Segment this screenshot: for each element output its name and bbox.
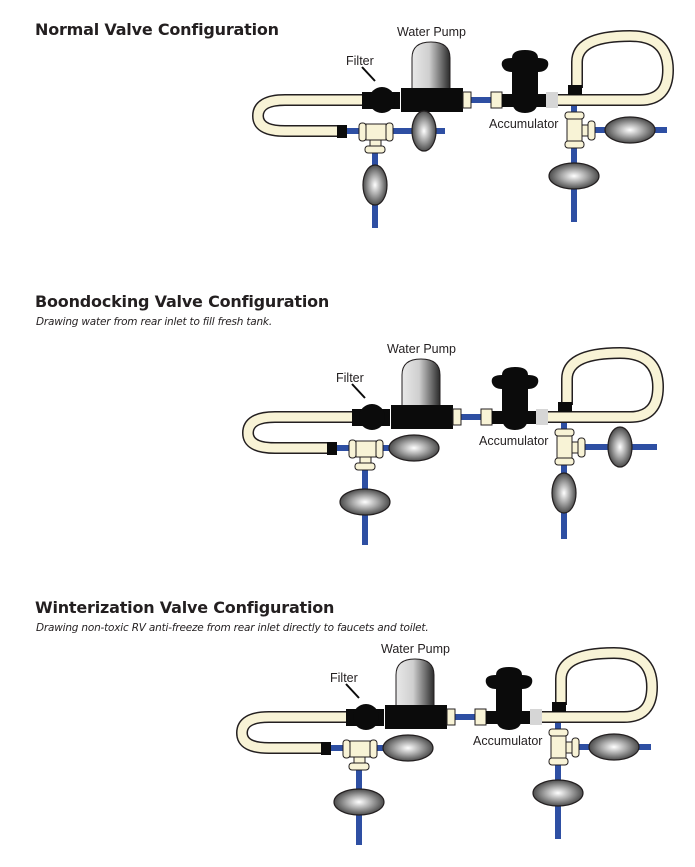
hose-left-end-cap: [321, 742, 331, 755]
tee-left-body: [349, 740, 371, 758]
hose-right: [555, 31, 673, 105]
water-pump-body: [385, 705, 447, 729]
tee-left-stem: [359, 456, 372, 464]
section-boondocking: Boondocking Valve Configuration Drawing …: [0, 280, 695, 580]
valve-left-horizontal-icon: [411, 110, 437, 152]
hose-left-end-cap: [337, 125, 347, 138]
water-pump-motor-icon: [401, 358, 441, 408]
tee-left-end: [348, 439, 357, 459]
accumulator-inlet-fitting: [490, 91, 503, 109]
tee-left-end: [348, 762, 370, 771]
accumulator-outlet-fitting: [530, 709, 542, 725]
tee-left-body: [355, 440, 377, 458]
tee-left-stem: [369, 139, 382, 147]
filter-icon: [369, 87, 395, 113]
section-title: Winterization Valve Configuration: [35, 598, 335, 617]
hose-left: [237, 712, 349, 753]
accumulator-outlet-fitting: [536, 409, 548, 425]
section-title: Boondocking Valve Configuration: [35, 292, 330, 311]
valve-left-vertical-icon: [333, 788, 385, 816]
tee-right-end: [587, 120, 596, 141]
filter-pointer: [361, 66, 376, 82]
valve-left-horizontal-icon: [388, 434, 440, 462]
tee-right-end: [577, 437, 586, 458]
valve-left-horizontal-icon: [382, 734, 434, 762]
tee-right-body: [566, 117, 583, 143]
section-subtitle: Drawing non-toxic RV anti-freeze from re…: [36, 622, 429, 634]
water-pump-motor-icon: [395, 658, 435, 708]
valve-left-vertical-icon: [362, 164, 388, 206]
accumulator-body: [492, 411, 536, 424]
filter-label: Filter: [346, 54, 374, 68]
hose-right-end-cap: [558, 402, 572, 412]
filter-pointer: [351, 383, 366, 399]
tee-right-end: [548, 728, 569, 737]
hose-left: [253, 95, 365, 136]
filter-label: Filter: [336, 371, 364, 385]
valve-right-horizontal-icon: [604, 116, 656, 144]
water-pump-label: Water Pump: [381, 642, 450, 656]
hose-right: [545, 348, 663, 422]
water-pump-label: Water Pump: [387, 342, 456, 356]
valve-right-vertical-icon: [548, 162, 600, 190]
water-pump-motor-icon: [411, 41, 451, 91]
hose-right: [539, 648, 657, 722]
accumulator-label: Accumulator: [479, 434, 548, 448]
tee-left-end: [364, 145, 386, 154]
accumulator-label: Accumulator: [473, 734, 542, 748]
water-pump-body: [391, 405, 453, 429]
tee-left-end: [358, 122, 367, 142]
hose-right-end-cap: [568, 85, 582, 95]
accumulator-inlet-fitting: [474, 708, 487, 726]
tee-right-end: [554, 428, 575, 437]
tee-right-body: [550, 734, 567, 760]
tee-right-end: [571, 737, 580, 758]
pump-outlet-fitting: [452, 408, 462, 426]
filter-icon: [353, 704, 379, 730]
pump-outlet-fitting: [462, 91, 472, 109]
valve-right-horizontal-icon: [588, 733, 640, 761]
tee-left-stem: [353, 756, 366, 764]
tee-left-end: [375, 439, 384, 459]
section-winterization: Winterization Valve Configuration Drawin…: [0, 586, 695, 867]
valve-right-vertical-icon: [551, 472, 577, 514]
section-subtitle: Drawing water from rear inlet to fill fr…: [36, 316, 272, 328]
tee-left-end: [354, 462, 376, 471]
accumulator-body: [502, 94, 546, 107]
section-normal: Normal Valve Configuration Filter Water P…: [0, 0, 695, 280]
filter-pointer: [345, 683, 360, 699]
pump-outlet-fitting: [446, 708, 456, 726]
valve-left-vertical-icon: [339, 488, 391, 516]
tee-left-body: [365, 123, 387, 141]
water-pump-label: Water Pump: [397, 25, 466, 39]
tee-left-end: [342, 739, 351, 759]
accumulator-outlet-fitting: [546, 92, 558, 108]
tee-left-end: [369, 739, 378, 759]
valve-right-horizontal-icon: [607, 426, 633, 468]
accumulator-body: [486, 711, 530, 724]
tee-right-end: [554, 457, 575, 466]
filter-label: Filter: [330, 671, 358, 685]
accumulator-inlet-fitting: [480, 408, 493, 426]
valve-right-vertical-icon: [532, 779, 584, 807]
tee-right-end: [564, 140, 585, 149]
water-pump-body: [401, 88, 463, 112]
hose-left-end-cap: [327, 442, 337, 455]
tee-right-end: [564, 111, 585, 120]
hose-right-end-cap: [552, 702, 566, 712]
tee-right-body: [556, 434, 573, 460]
section-title: Normal Valve Configuration: [35, 20, 279, 39]
tee-left-end: [385, 122, 394, 142]
hose-left: [243, 412, 355, 453]
tee-right-end: [548, 757, 569, 766]
accumulator-label: Accumulator: [489, 117, 558, 131]
filter-icon: [359, 404, 385, 430]
